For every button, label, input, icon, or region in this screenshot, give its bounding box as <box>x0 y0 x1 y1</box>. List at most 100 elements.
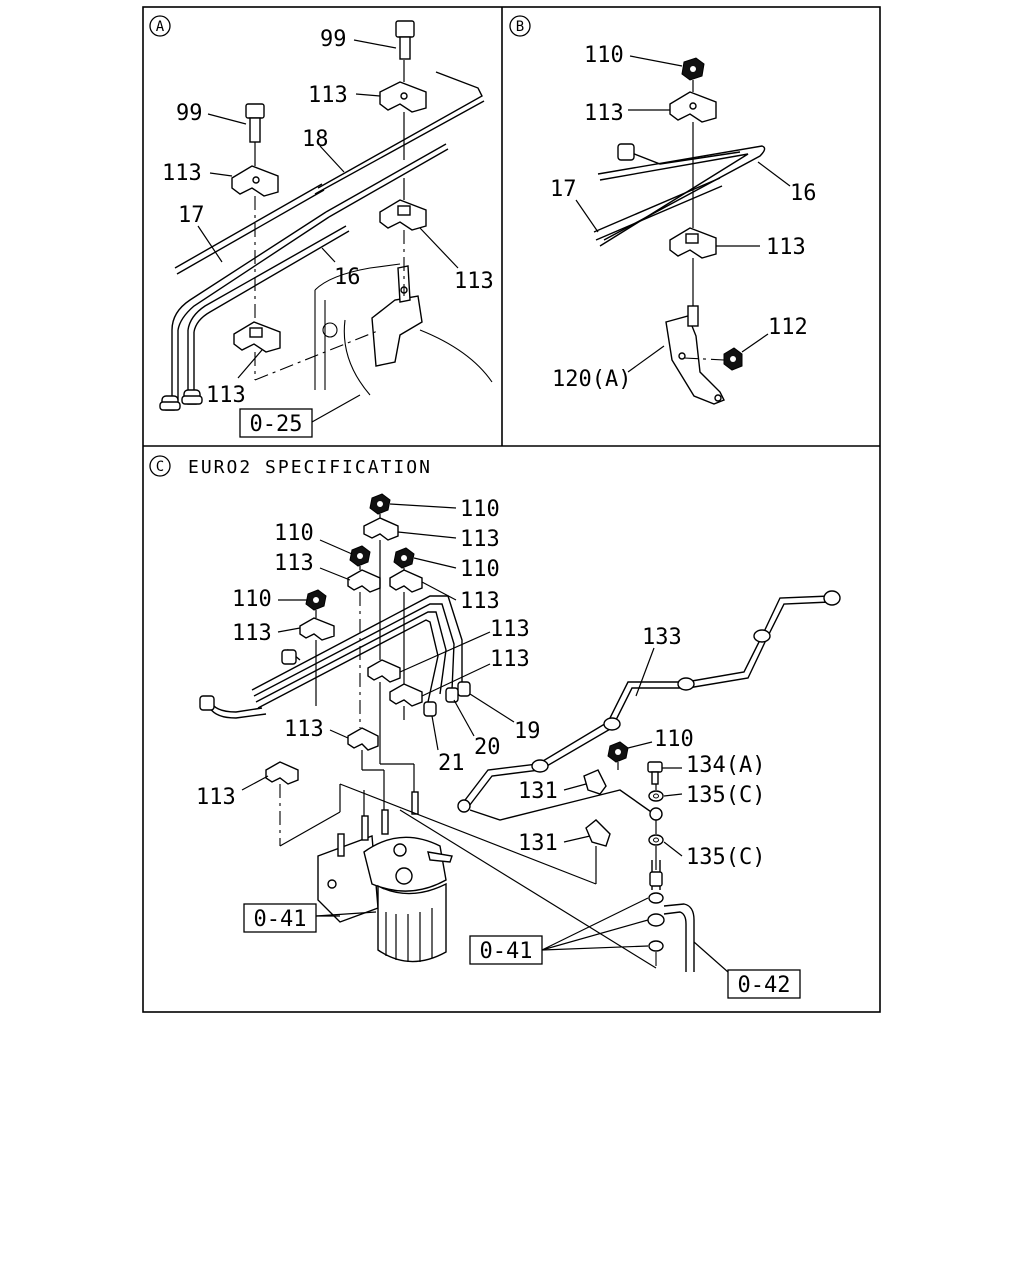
callout-b-120a: 120(A) <box>552 367 631 392</box>
callout-b-16: 16 <box>790 181 817 206</box>
clamp-113-top-b <box>669 91 717 123</box>
bracket-120a <box>665 305 725 405</box>
callout-c-133: 133 <box>642 625 682 650</box>
clamp-113-right-a <box>379 199 427 231</box>
panel-c-marker: C <box>149 455 171 477</box>
bracket-131-lower <box>585 819 611 847</box>
callout-a-99-left: 99 <box>176 101 203 126</box>
callout-c-135c-lower: 135(C) <box>686 845 765 870</box>
panel-a-letter: A <box>156 19 165 35</box>
callout-a-16: 16 <box>334 265 361 290</box>
pipe-133 <box>457 590 841 821</box>
nut-110-b <box>681 57 705 81</box>
callout-c-113-top: 113 <box>460 527 500 552</box>
clamp-113-c-mid-1 <box>367 659 401 683</box>
callout-b-110: 110 <box>584 43 624 68</box>
ref-box-0-41-right <box>469 935 543 965</box>
bolt-99-top <box>395 20 415 60</box>
pipe-17 <box>171 143 449 400</box>
ref-box-0-41-left <box>243 903 317 933</box>
ref-box-0-42-label: 0-42 <box>738 973 791 998</box>
clamp-113-c-top <box>363 517 399 541</box>
callout-c-134a: 134(A) <box>686 753 765 778</box>
engine-outline-a <box>314 263 493 396</box>
callout-a-113-top: 113 <box>308 83 348 108</box>
panel-b-marker: B <box>509 15 531 37</box>
clamp-113-c-bottom-left <box>265 761 299 785</box>
bolt-99-left <box>245 103 265 143</box>
ref-box-0-41-right-label: 0-41 <box>480 939 533 964</box>
clamp-113-c-lower <box>347 727 379 751</box>
washer-135c-lower <box>648 834 664 846</box>
callout-c-113-far-left: 113 <box>232 621 272 646</box>
callout-c-113-mid-1: 113 <box>490 617 530 642</box>
clamp-113-c-left <box>347 569 381 593</box>
clamp-113-c-right <box>389 569 423 593</box>
bolt-134a <box>647 761 663 785</box>
callout-c-110-left: 110 <box>274 521 314 546</box>
diagram-frame <box>142 6 881 1013</box>
callout-a-17: 17 <box>178 203 205 228</box>
callout-b-113-bottom: 113 <box>766 235 806 260</box>
callout-c-135c-upper: 135(C) <box>686 783 765 808</box>
callout-c-113-left: 113 <box>274 551 314 576</box>
callout-c-131-lower: 131 <box>518 831 558 856</box>
clamp-113-c-mid-2 <box>389 683 423 707</box>
fuel-filter <box>317 791 453 963</box>
panel-c-letter: C <box>156 459 164 475</box>
nut-112 <box>723 347 743 371</box>
pipe-16-b <box>597 143 766 247</box>
callout-c-113-lower: 113 <box>284 717 324 742</box>
ref-box-0-25 <box>239 408 313 438</box>
callout-a-113-left: 113 <box>162 161 202 186</box>
callout-b-17: 17 <box>550 177 577 202</box>
callout-c-110-top: 110 <box>460 497 500 522</box>
ref-box-0-41-left-label: 0-41 <box>254 907 307 932</box>
callout-c-113-mid-2: 113 <box>490 647 530 672</box>
panel-c: C EURO2 SPECIFICATION <box>149 455 841 999</box>
callout-c-110-mid: 110 <box>654 727 694 752</box>
callout-c-113-right: 113 <box>460 589 500 614</box>
callout-c-19: 19 <box>514 719 541 744</box>
pipe-21 <box>423 701 437 717</box>
callout-c-110-right: 110 <box>460 557 500 582</box>
pipe-end-fitting-right <box>181 389 203 405</box>
panel-a: A <box>149 15 494 438</box>
pipe-20 <box>445 687 459 703</box>
panel-b: B <box>509 15 817 405</box>
callout-b-112: 112 <box>768 315 808 340</box>
nut-110-c-right <box>393 547 415 569</box>
mount-bracket-a <box>371 295 423 367</box>
callout-c-110-far-left: 110 <box>232 587 272 612</box>
callout-a-113-right: 113 <box>454 269 494 294</box>
callout-a-99-top: 99 <box>320 27 347 52</box>
pipe-19 <box>457 681 471 697</box>
callout-c-20: 20 <box>474 735 501 760</box>
bracket-131-upper <box>583 769 607 795</box>
return-pipe <box>647 860 695 972</box>
panel-c-title: EURO2 SPECIFICATION <box>188 457 432 478</box>
clamp-113-top-a <box>379 81 427 113</box>
nut-110-c-left <box>349 545 371 567</box>
callout-c-131-upper: 131 <box>518 779 558 804</box>
nut-110-c-top <box>369 493 391 515</box>
callout-c-21: 21 <box>438 751 465 776</box>
callout-a-113-bottom: 113 <box>206 383 246 408</box>
pipe-17-b <box>593 177 723 241</box>
ref-box-0-42 <box>727 969 801 999</box>
nut-110-c-far-left <box>305 589 327 611</box>
pipe-end-fitting-left <box>159 395 181 411</box>
nut-110-c-mid <box>607 741 629 763</box>
clamp-113-bottom-b <box>669 227 717 259</box>
callout-a-18: 18 <box>302 127 329 152</box>
panel-b-letter: B <box>516 19 524 35</box>
pipe-18 <box>314 71 485 195</box>
callout-c-113-bottom-left: 113 <box>196 785 236 810</box>
washer-135c-upper <box>648 790 664 802</box>
ref-box-0-25-label: 0-25 <box>250 412 303 437</box>
pipe-16 <box>187 225 350 395</box>
callout-b-113-top: 113 <box>584 101 624 126</box>
clamp-113-c-far-left <box>299 617 335 641</box>
panel-a-marker: A <box>149 15 171 37</box>
